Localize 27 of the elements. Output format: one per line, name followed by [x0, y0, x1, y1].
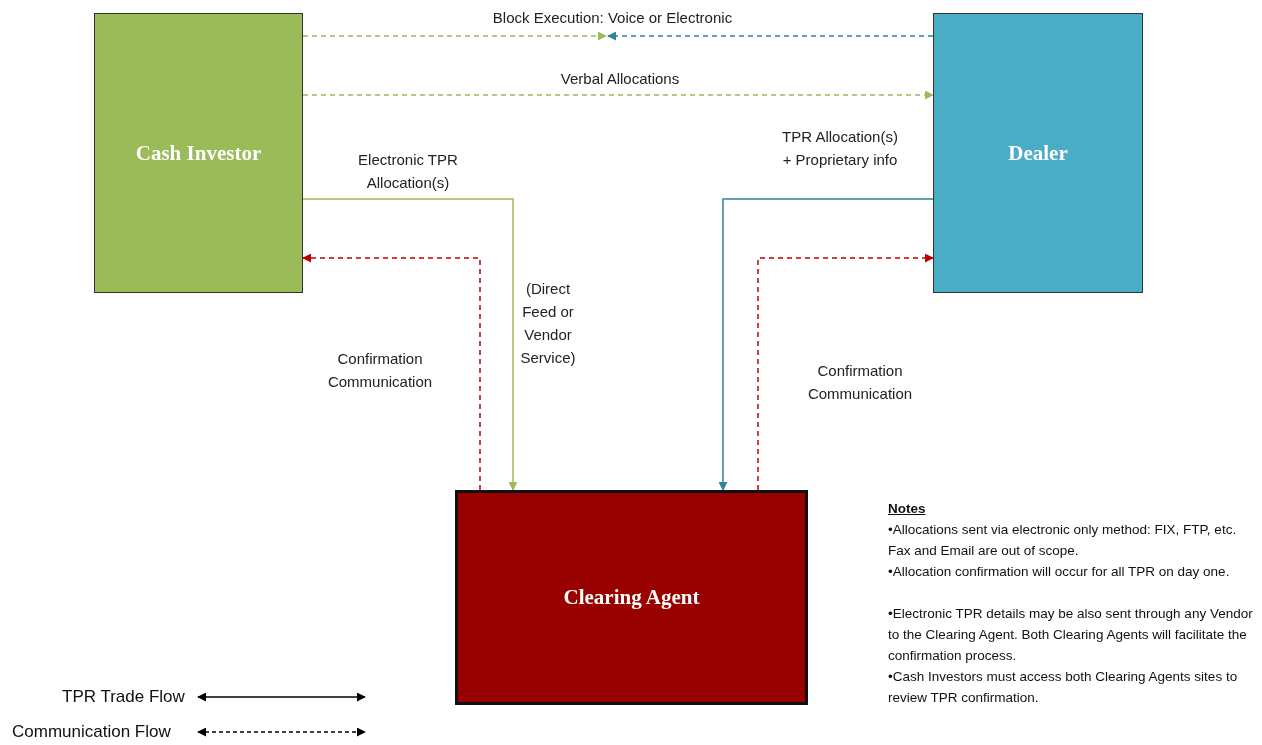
- arrow: [302, 90, 934, 100]
- arrow: [302, 253, 481, 491]
- note-text: •Allocation confirmation will occur for all TPR on day one.: [888, 563, 1231, 581]
- node-label: Clearing Agent: [563, 584, 700, 611]
- edge-label: Block Execution: Voice or Electronic: [491, 8, 734, 28]
- note-text: •Allocations sent via electronic only method: FIX, FTP, etc. Fax and Email are out of scope.: [888, 521, 1238, 560]
- edge-label: TPR Allocation(s) + Proprietary info: [781, 127, 899, 170]
- edge-label: Electronic TPR Allocation(s): [357, 150, 459, 193]
- edge-note: (Direct Feed or Vendor Service): [519, 279, 577, 368]
- notes-heading: Notes: [888, 500, 926, 518]
- edge-label: Confirmation Communication: [326, 349, 434, 392]
- arrow: [607, 31, 934, 41]
- note-text: •Cash Investors must access both Clearing Agents sites to review TPR confirmation.: [888, 668, 1239, 707]
- node-label: Dealer: [1008, 139, 1068, 167]
- arrow: [718, 198, 934, 491]
- node-label: Cash Investor: [135, 139, 262, 167]
- note-text: •Electronic TPR details may be also sent through any Vendor to the Clearing Agent. Both Clearing Agents will facilitate the confirmation process.: [888, 605, 1254, 665]
- arrow: [302, 31, 607, 41]
- legend-text: Communication Flow: [12, 721, 171, 742]
- arrow: [757, 253, 934, 491]
- process-box: [455, 490, 808, 705]
- arrow: [302, 198, 518, 491]
- legend-text: TPR Trade Flow: [62, 686, 185, 707]
- process-box: [933, 13, 1143, 293]
- edge-label: Verbal Allocations: [559, 69, 681, 89]
- edge-label: Confirmation Communication: [806, 361, 914, 404]
- process-box: [94, 13, 303, 293]
